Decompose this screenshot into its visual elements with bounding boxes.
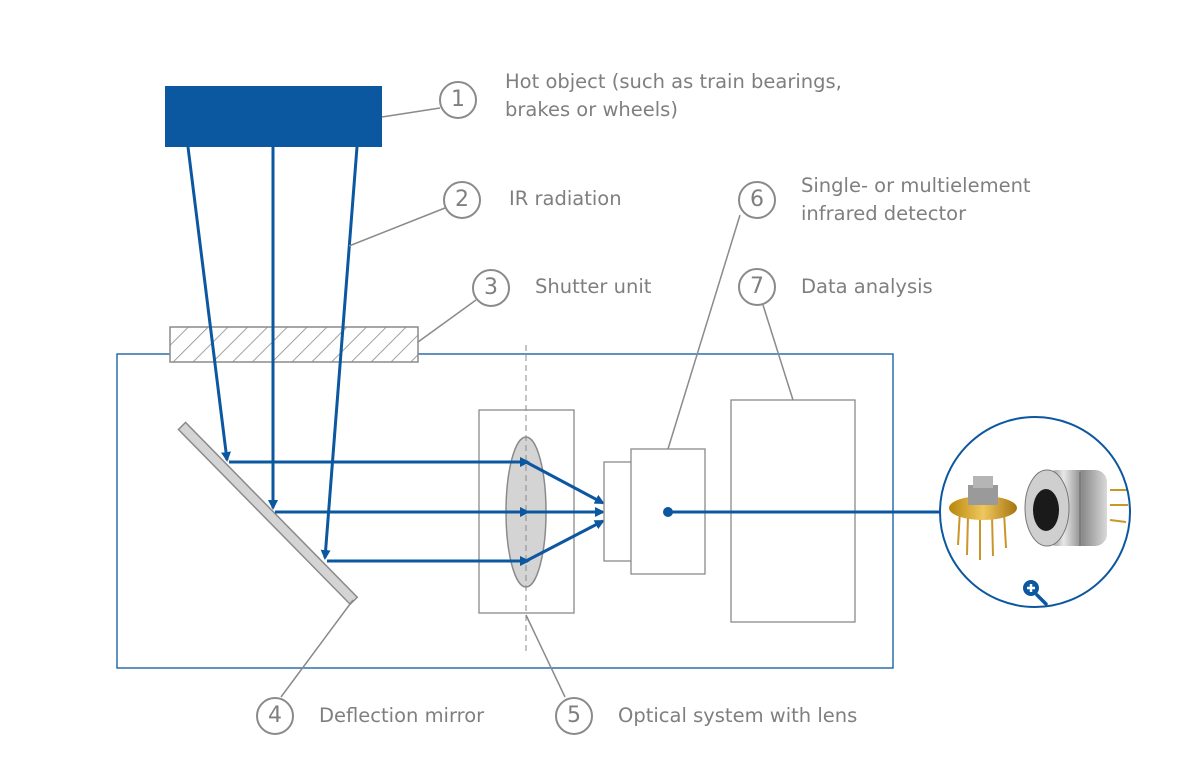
callout-label-4: Deflection mirror (319, 704, 485, 727)
callout-label-2: IR radiation (509, 187, 622, 210)
callout-number-7: 7 (738, 268, 776, 306)
callout-label-3: Shutter unit (535, 275, 652, 298)
callout-number-2: 2 (443, 181, 481, 219)
callout-label-1: Hot object (such as train bearings, brak… (505, 70, 842, 121)
callout-number-4: 4 (256, 697, 294, 735)
callout-label-6: Single- or multielement infrared detecto… (801, 174, 1031, 225)
magnifier-plus-icon[interactable] (1023, 580, 1048, 606)
callout-number-6: 6 (738, 181, 776, 219)
callout-number-5: 5 (555, 697, 593, 735)
detector-window (603, 461, 633, 562)
infrared-detector-photo[interactable] (940, 417, 1130, 607)
callout-number-1: 1 (439, 81, 477, 119)
signal-dot (663, 507, 673, 517)
callout-number-3: 3 (472, 269, 510, 307)
reflected-rays (229, 457, 605, 566)
leader-lines (280, 107, 794, 698)
callout-label-7: Data analysis (801, 275, 933, 298)
deflection-mirror (177, 421, 359, 606)
callout-label-5: Optical system with lens (618, 704, 858, 727)
hot-object (165, 86, 382, 147)
ir-rays (186, 146, 359, 560)
photo-frame (939, 416, 1131, 608)
